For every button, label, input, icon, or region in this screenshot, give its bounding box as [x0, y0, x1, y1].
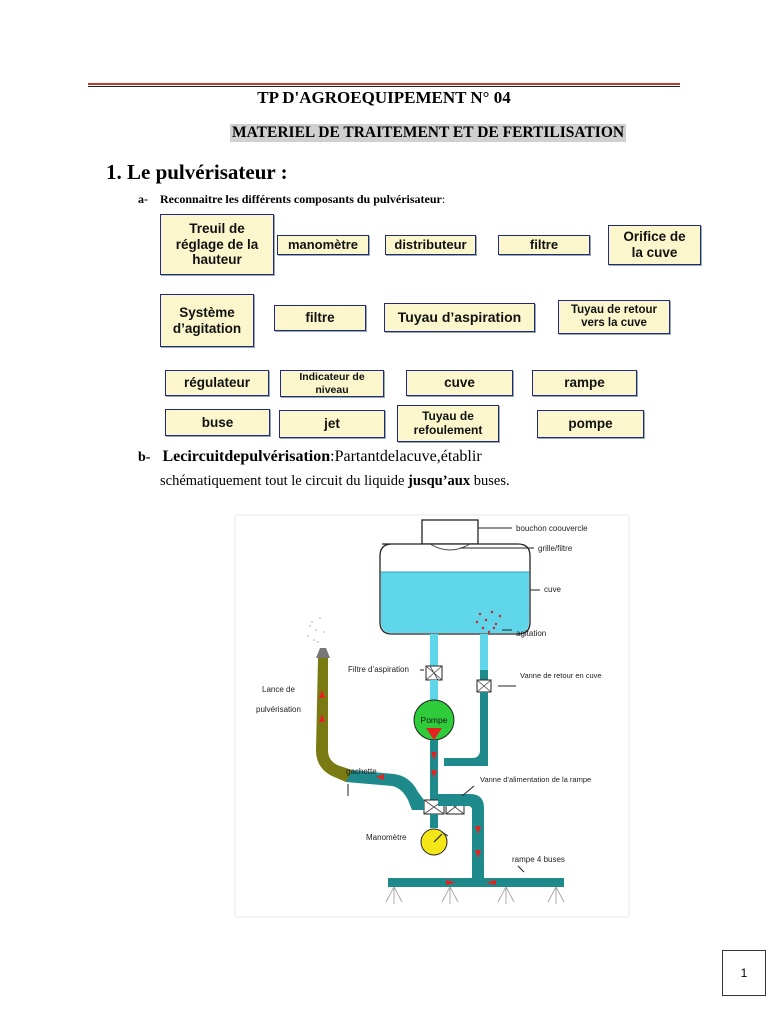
nozzles: [385, 886, 565, 904]
label-vanne-alimentation: Vanne d’alimentation de la rampe: [480, 775, 591, 784]
leader-lines: [347, 527, 540, 873]
label-bouchon: bouchon coouvercle: [516, 524, 588, 533]
component-filtre-2: filtre: [274, 305, 366, 331]
part-a-text: Reconnaitre les différents composants du…: [160, 192, 442, 206]
part-b-marker: b-: [138, 450, 151, 465]
component-regulateur: régulateur: [165, 370, 269, 396]
page-number: 1: [722, 950, 766, 996]
sprayer-circuit-diagram: Pompe: [234, 514, 630, 918]
label-gachette: gachette: [346, 767, 377, 776]
agitation-particles: [475, 610, 502, 634]
header-rule-bottom: [88, 86, 680, 87]
label-rampe: rampe 4 buses: [512, 855, 565, 864]
label-lance-2: pulvérisation: [256, 705, 301, 714]
component-pompe: pompe: [537, 410, 644, 438]
component-manometre: manomètre: [277, 235, 369, 255]
part-a-instruction: a- Reconnaitre les différents composants…: [138, 192, 445, 207]
document-subtitle: MATERIEL DE TRAITEMENT ET DE FERTILISATI…: [230, 124, 627, 142]
component-tuyau-aspiration: Tuyau d’aspiration: [384, 303, 535, 332]
label-agitation: agitation: [516, 629, 546, 638]
part-a-marker: a-: [138, 192, 148, 206]
label-vanne-retour: Vanne de retour en cuve: [520, 671, 602, 680]
document-title: TP D'AGROEQUIPEMENT N° 04: [257, 88, 511, 107]
section-heading: 1. Le pulvérisateur :: [106, 160, 288, 184]
part-a-colon: :: [441, 192, 446, 206]
part-b-line2: schématiquement tout le circuit du liqui…: [160, 473, 510, 489]
component-rampe: rampe: [532, 370, 637, 396]
component-cuve: cuve: [406, 370, 513, 396]
header-rule-top: [88, 83, 680, 85]
pump-label: Pompe: [421, 715, 448, 725]
label-grille: grille/filtre: [538, 544, 573, 553]
component-filtre-1: filtre: [498, 235, 590, 255]
label-manometre: Manomètre: [366, 833, 407, 842]
component-buse: buse: [165, 409, 270, 436]
component-jet: jet: [279, 410, 385, 438]
label-cuve: cuve: [544, 585, 561, 594]
part-b-bold: Lecircuitdepulvérisation: [162, 448, 331, 465]
lance-spray: [307, 617, 325, 643]
component-distributeur: distributeur: [385, 235, 476, 255]
part-b-instruction: b- Lecircuitdepulvérisation:Partantdelac…: [138, 448, 482, 466]
part-b-text: :Partantdelacuve,établir: [330, 448, 482, 465]
label-filtre-aspiration: Filtre d’aspiration: [348, 665, 409, 674]
label-lance-1: Lance de: [262, 685, 295, 694]
